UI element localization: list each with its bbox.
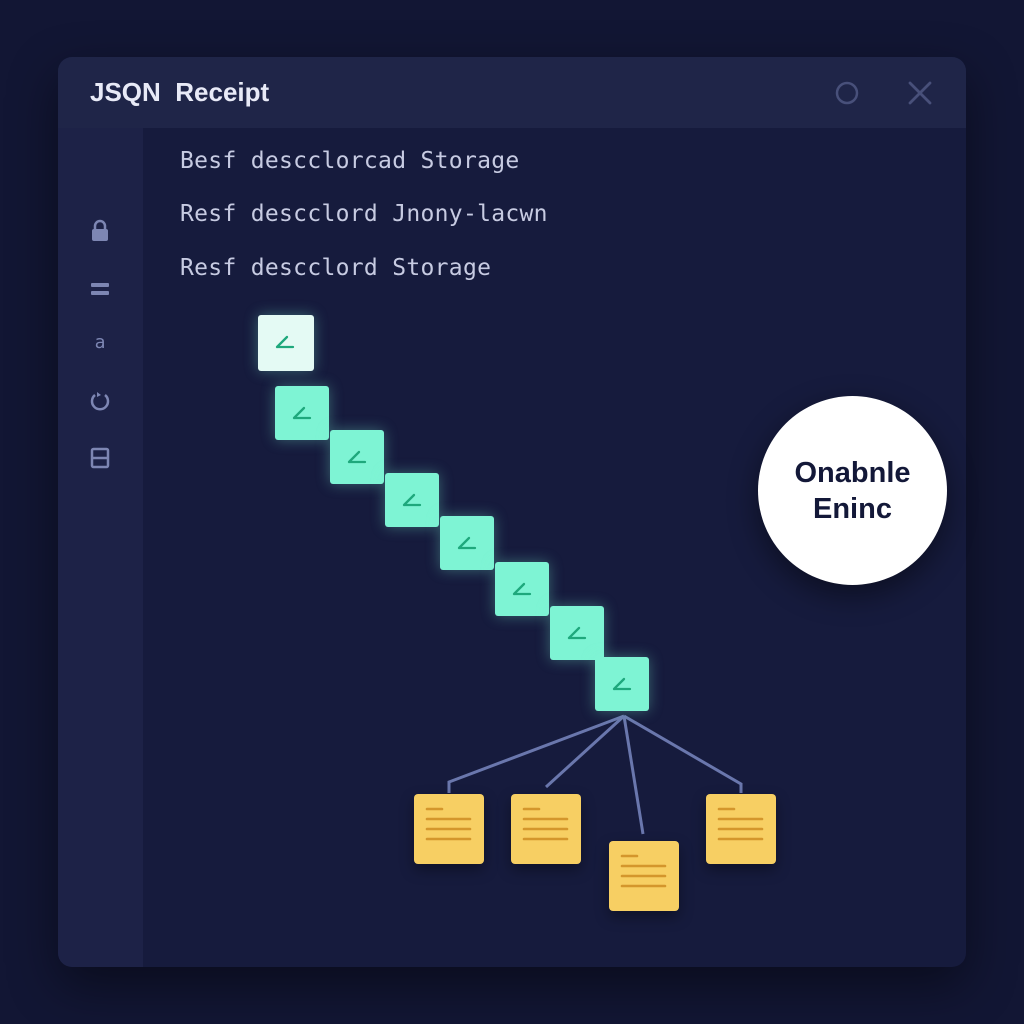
window-title: JSQN Receipt: [90, 77, 270, 107]
badge-line-1: Onabnle: [794, 456, 911, 489]
check-icon: [292, 406, 312, 420]
content-line[interactable]: Resf descclord Storage: [180, 255, 492, 281]
checklist-step[interactable]: [595, 657, 649, 711]
refresh-icon[interactable]: [88, 389, 112, 413]
content-line[interactable]: Resf descclord Jnony-lacwn: [180, 201, 548, 227]
badge-text: Onabnle Eninc: [794, 455, 910, 527]
check-icon: [567, 626, 587, 640]
check-icon: [402, 493, 422, 507]
document-card[interactable]: [414, 794, 484, 864]
content-line[interactable]: Besf descclorcad Storage: [180, 148, 520, 174]
checklist-step[interactable]: [275, 386, 329, 440]
badge-line-2: Eninc: [813, 492, 892, 525]
document-icon: [620, 854, 667, 888]
check-icon: [457, 536, 477, 550]
close-icon[interactable]: [906, 79, 934, 107]
circle-icon[interactable]: [833, 79, 861, 107]
lock-icon[interactable]: [88, 219, 112, 243]
svg-text:a: a: [95, 332, 106, 353]
text-icon[interactable]: a: [88, 329, 112, 353]
document-card[interactable]: [609, 841, 679, 911]
checklist-step[interactable]: [385, 473, 439, 527]
checklist-step[interactable]: [550, 606, 604, 660]
menu-icon[interactable]: [88, 277, 112, 301]
checklist-step[interactable]: [330, 430, 384, 484]
sidebar: a: [58, 128, 143, 967]
check-icon: [512, 582, 532, 596]
document-card[interactable]: [511, 794, 581, 864]
document-card[interactable]: [706, 794, 776, 864]
checklist-step[interactable]: [258, 315, 314, 371]
check-icon: [612, 677, 632, 691]
check-icon: [347, 450, 367, 464]
check-icon: [275, 335, 295, 349]
title-bar: JSQN Receipt: [58, 57, 966, 128]
document-icon: [522, 807, 569, 841]
document-icon: [425, 807, 472, 841]
document-icon: [717, 807, 764, 841]
status-badge[interactable]: Onabnle Eninc: [758, 396, 947, 585]
checklist-step[interactable]: [440, 516, 494, 570]
checklist-step[interactable]: [495, 562, 549, 616]
grid-icon[interactable]: [88, 446, 112, 470]
